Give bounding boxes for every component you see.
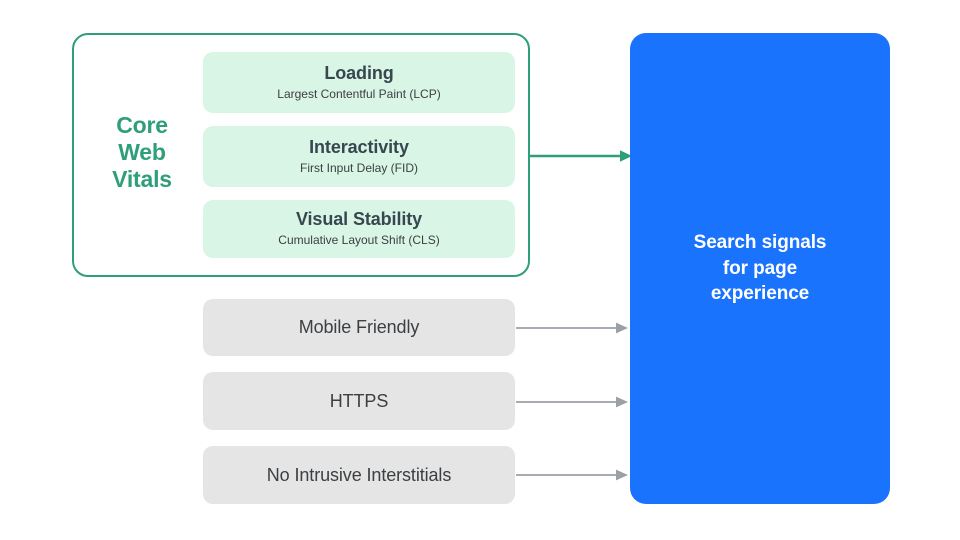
signal-card-https[interactable]: HTTPS <box>203 372 515 430</box>
vital-title: Interactivity <box>309 136 409 157</box>
signal-label: Mobile Friendly <box>298 317 420 337</box>
core-web-vitals-group-label: Core Web Vitals <box>112 112 172 192</box>
https-arrow-icon <box>516 396 628 408</box>
signal-card-no-intrusive-interstitials[interactable]: No Intrusive Interstitials <box>203 446 515 504</box>
no-intrusive-interstitials-arrow-icon <box>516 469 628 481</box>
vital-card-visual-stability[interactable]: Visual Stability Cumulative Layout Shift… <box>203 200 515 258</box>
signal-label: No Intrusive Interstitials <box>266 464 452 485</box>
vital-title: Loading <box>324 62 394 83</box>
signal-label: HTTPS <box>329 390 389 411</box>
vital-subtitle: Cumulative Layout Shift (CLS) <box>278 233 440 247</box>
search-signals-label: Search signals for page experience <box>693 232 827 305</box>
vital-card-loading[interactable]: Loading Largest Contentful Paint (LCP) <box>203 52 515 113</box>
core-web-vitals-arrow-icon <box>528 150 632 162</box>
vital-title: Visual Stability <box>295 209 423 230</box>
signal-card-mobile-friendly[interactable]: Mobile Friendly <box>203 299 515 356</box>
vital-subtitle: Largest Contentful Paint (LCP) <box>277 86 441 101</box>
search-signals-box[interactable]: Search signals for page experience <box>630 33 890 504</box>
vital-card-interactivity[interactable]: Interactivity First Input Delay (FID) <box>203 126 515 187</box>
vital-subtitle: First Input Delay (FID) <box>299 160 419 175</box>
mobile-friendly-arrow-icon <box>516 322 628 334</box>
